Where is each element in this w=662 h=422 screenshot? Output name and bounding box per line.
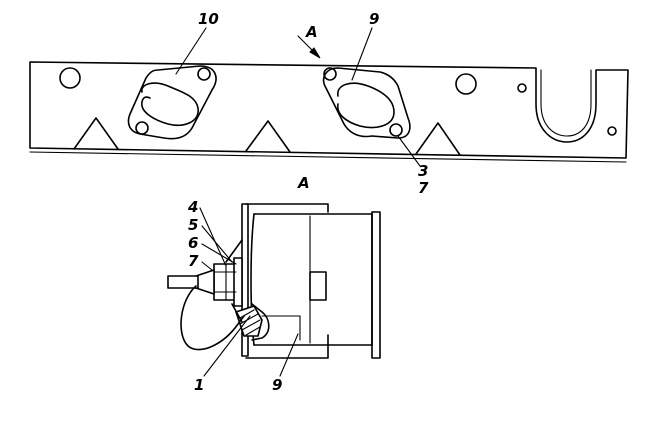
bar-bottom-edge <box>29 151 627 163</box>
leader-9-top <box>351 27 373 81</box>
leader-5 <box>201 225 233 263</box>
view-arrow-a-head <box>309 47 321 59</box>
sensor-cup-inner <box>261 315 301 341</box>
u-slot-inner-edge <box>540 69 592 137</box>
tooth-1 <box>73 117 119 150</box>
section-title-a: A <box>297 174 310 192</box>
terminal-stud <box>167 275 199 289</box>
callout-5: 5 <box>188 216 198 234</box>
gasket <box>235 305 263 337</box>
callout-1: 1 <box>194 376 204 394</box>
terminal-nut-lines <box>213 263 237 301</box>
housing-outline <box>245 203 329 359</box>
leader-3 <box>397 135 421 167</box>
callout-3: 3 <box>418 162 428 180</box>
leader-4 <box>199 207 227 267</box>
callout-10: 10 <box>198 10 219 28</box>
tooth-3 <box>415 122 461 156</box>
thermostat-10-bolt-top <box>197 67 211 81</box>
rear-plate <box>371 211 381 359</box>
leader-1 <box>203 315 251 377</box>
terminal-assembly <box>167 239 243 323</box>
bar-hole-right <box>455 73 477 95</box>
thermostat-9-bolt-top <box>323 67 337 81</box>
callout-9-bottom: 9 <box>272 376 282 394</box>
leader-6 <box>201 243 237 265</box>
view-arrow-a-label: A <box>305 23 318 41</box>
callout-7-top: 7 <box>418 179 429 197</box>
bar-small-hole <box>517 83 527 93</box>
leader-7 <box>201 261 213 271</box>
leader-9-bottom <box>279 333 299 377</box>
top-view: 10 9 A 3 7 <box>29 10 629 197</box>
thermostat-cylinder <box>253 213 373 346</box>
thermostat-9-bolt-bottom <box>389 123 403 137</box>
thermostat-10-bolt-bottom <box>135 121 149 135</box>
callout-9-top: 9 <box>369 10 379 28</box>
thermostat-9-flange <box>322 67 411 139</box>
leader-10 <box>175 27 207 75</box>
callout-6: 6 <box>188 234 198 252</box>
thermostat-9 <box>322 67 411 139</box>
mounting-bar <box>29 61 629 159</box>
tooth-2 <box>245 120 291 153</box>
sensor-cup <box>251 303 270 341</box>
section-view-a: A <box>167 174 381 394</box>
terminal-washer <box>233 257 243 307</box>
bar-hole-left <box>59 67 81 89</box>
terminal-nut <box>213 263 237 301</box>
callout-4: 4 <box>187 198 198 216</box>
callout-7-bottom: 7 <box>188 252 199 270</box>
slot-small-hole <box>607 126 617 136</box>
thermostat-9-body <box>336 82 395 129</box>
wire-loop <box>180 285 245 351</box>
thermostat-10-body <box>141 82 199 126</box>
thermostat-10 <box>127 65 217 140</box>
centre-nub <box>309 271 327 301</box>
